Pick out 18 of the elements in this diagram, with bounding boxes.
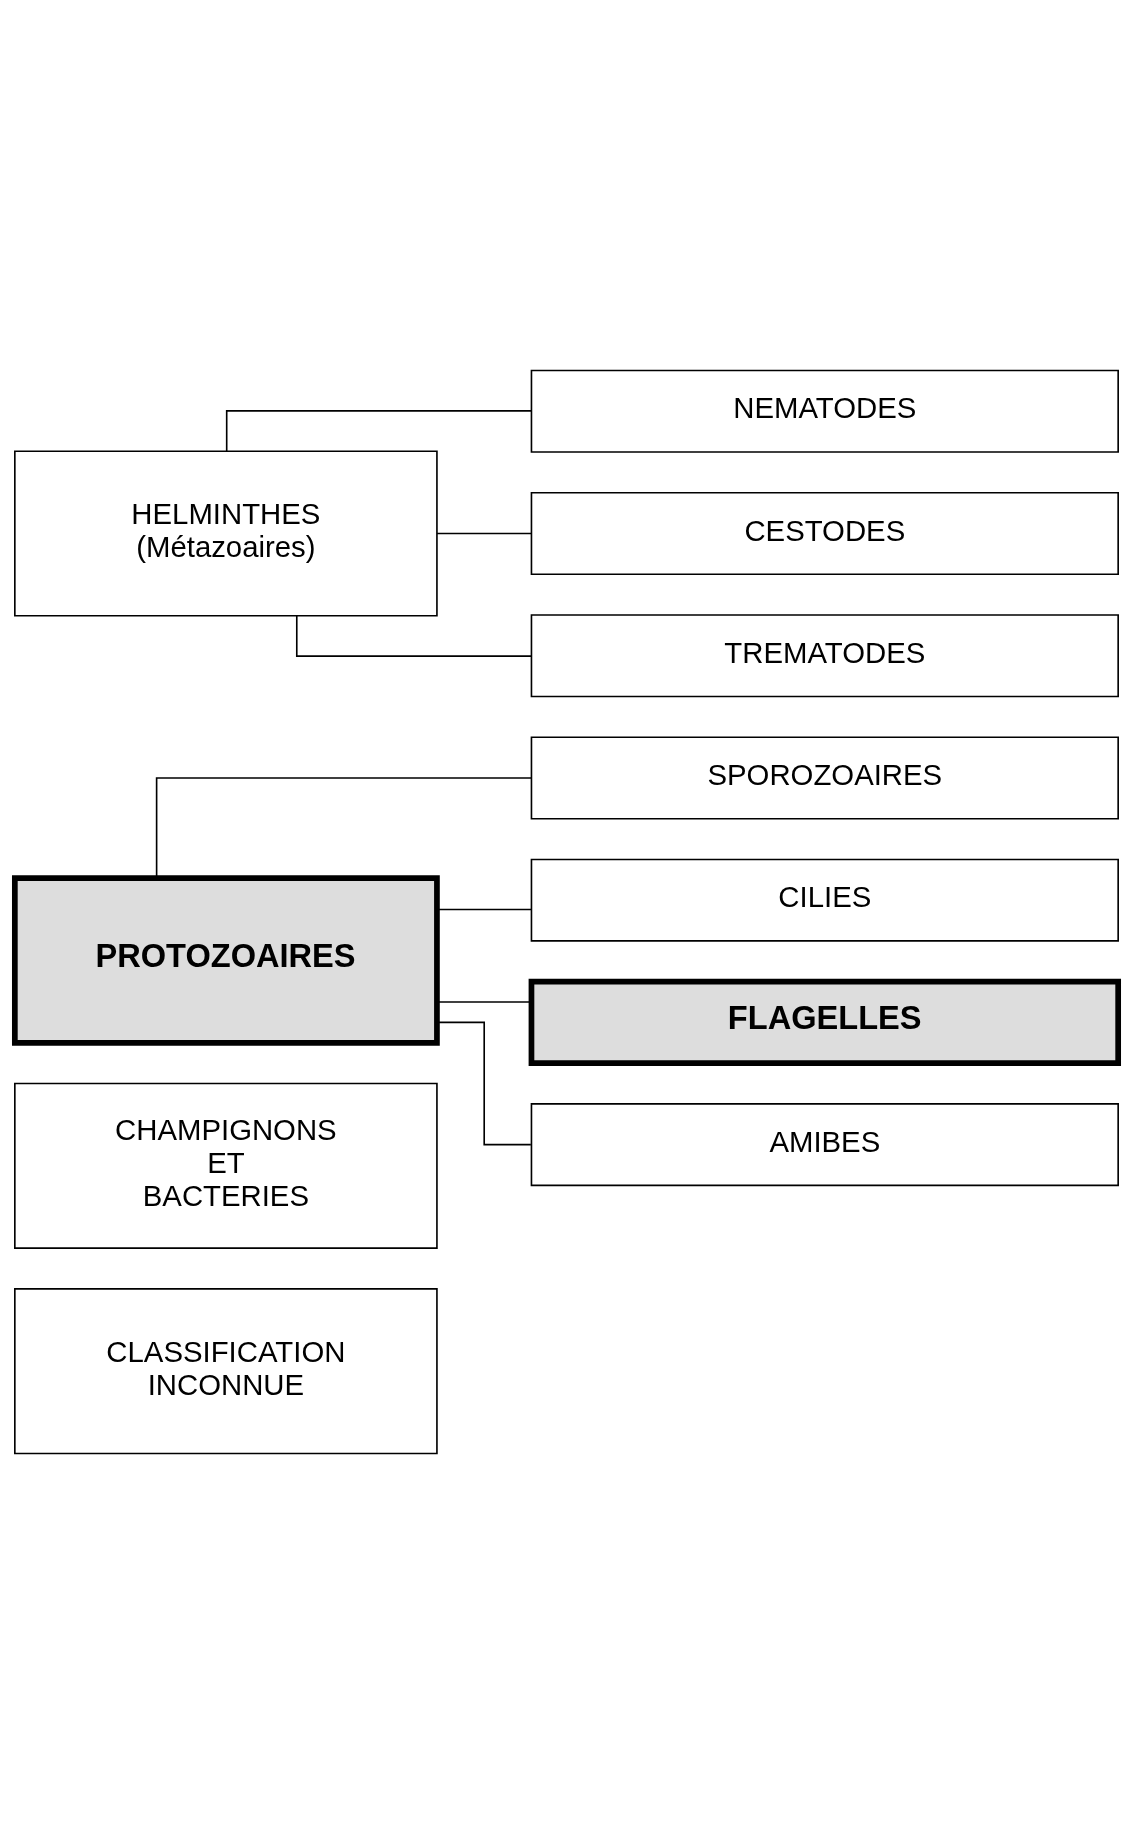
connector	[436, 908, 532, 910]
node-box: AMIBES	[530, 1102, 1119, 1186]
node-box: HELMINTHES (Métazoaires)	[14, 449, 438, 617]
connector	[155, 776, 533, 879]
node-box: CLASSIFICATION INCONNUE	[14, 1287, 438, 1454]
node-box: SPOROZOAIRES	[530, 735, 1119, 819]
connector	[436, 1021, 532, 1145]
node-box: CESTODES	[530, 491, 1119, 575]
node-box: NEMATODES	[530, 369, 1119, 453]
node-box: FLAGELLES	[528, 978, 1121, 1066]
node-box: CHAMPIGNONS ET BACTERIES	[14, 1082, 438, 1249]
connector	[436, 1000, 532, 1003]
connector	[436, 532, 532, 534]
connector	[225, 409, 533, 452]
connector	[295, 614, 533, 657]
node-box: TREMATODES	[530, 613, 1119, 697]
node-box: PROTOZOAIRES	[12, 874, 440, 1046]
node-box: CILIES	[530, 858, 1119, 942]
